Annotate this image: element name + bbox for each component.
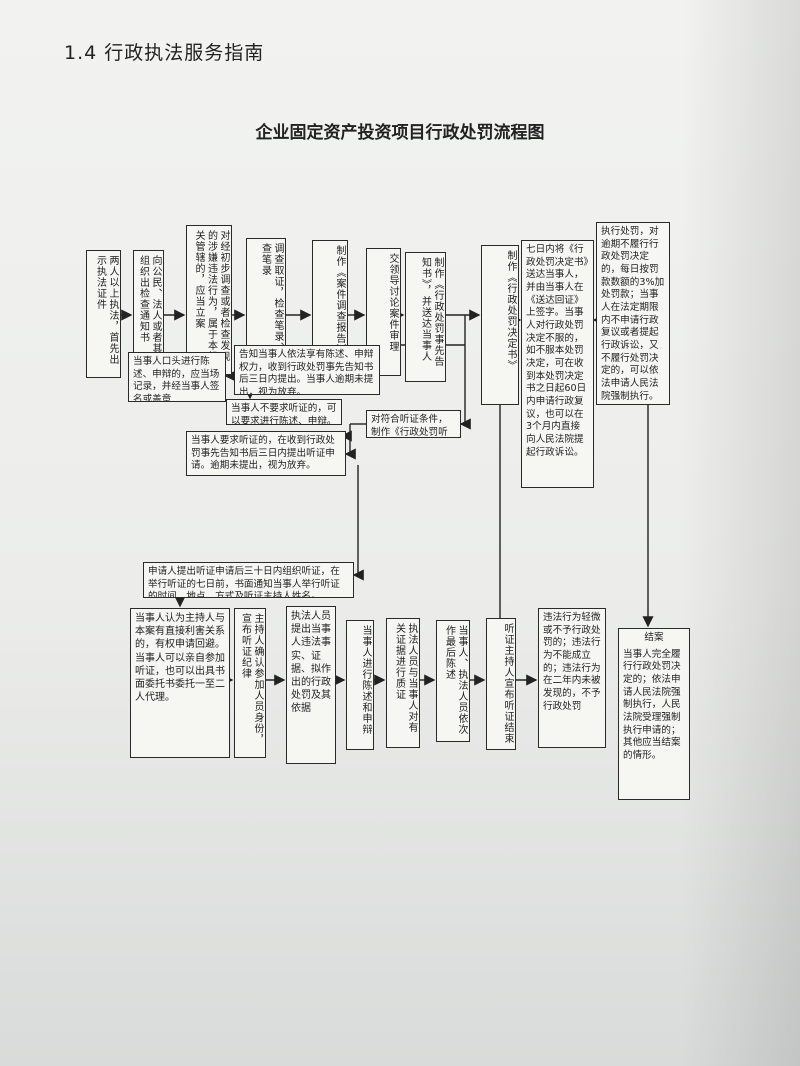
node-final-statement: 当事人、执法人员依次作最后陈述 (436, 620, 470, 742)
node-case-closed: 结案 当事人完全履行行政处罚决定的；依法申请人民法院强制执行，人民法院受理强制执… (618, 628, 690, 800)
node-hearing-notice: 对符合听证条件，制作《行政处罚听证告知书》，并送达当事人。 (366, 410, 461, 438)
section-heading: 1.4 行政执法服务指南 (64, 42, 265, 64)
node-hearing-end: 听证主持人宣布听证结束 (486, 618, 516, 750)
node-prior-notice: 制作《行政处罚事先告知书》，并送达当事人 (405, 252, 446, 382)
node-oral-statement-record: 当事人口头进行陈述、申辩的，应当场记录，并经当事人签名或盖章 (128, 352, 226, 402)
node-party-defense: 当事人进行陈述和申辩 (346, 620, 374, 750)
case-closed-text: 当事人完全履行行政处罚决定的；依法申请人民法院强制执行，人民法院受理强制执行申请… (623, 648, 681, 761)
node-recusal-rights: 当事人认为主持人与本案有直接利害关系的，有权申请回避。当事人可以亲自参加听证，也… (130, 608, 230, 758)
node-request-hearing: 当事人要求听证的，在收到行政处罚事先告知书后三日内提出听证申请。逾期未提出，视为… (186, 431, 346, 476)
node-host-confirms: 主持人确认参加人员身份，宣布听证纪律 (234, 608, 266, 758)
node-execute-penalty: 执行处罚，对逾期不履行行政处罚决定的，每日按罚款数额的3%加处罚款；当事人在法定… (596, 222, 670, 405)
node-serve-decision: 七日内将《行政处罚决定书》送达当事人，并由当事人在《送达回证》上签字。当事人对行… (521, 240, 594, 488)
node-show-credentials: 两人以上执法，首先出示执法证件 (86, 250, 121, 378)
case-closed-title: 结案 (644, 632, 664, 643)
node-cross-examination: 执法人员与当事人对有关证据进行质证 (386, 618, 420, 748)
flowchart-title: 企业固定资产投资项目行政处罚流程图 (255, 123, 545, 143)
node-present-evidence: 执法人员提出当事人违法事实、证据、拟作出的行政处罚及其依据 (286, 606, 336, 764)
node-no-penalty: 违法行为轻微或不予行政处罚的；违法行为不能成立的；违法行为在二年内未被发现的，不… (538, 608, 606, 748)
node-inform-rights: 告知当事人依法享有陈述、申辩权力，收到行政处罚事先告知书后三日内提出。当事人逾期… (234, 345, 380, 395)
node-penalty-decision: 制作《行政处罚决定书》 (481, 245, 519, 405)
node-file-case: 对经初步调查或者检查发现的涉嫌违法行为，属于本机关管辖的，应当立案 (186, 225, 232, 375)
node-organize-hearing: 申请人提出听证申请后三十日内组织听证，在举行听证的七日前，书面通知当事人举行听证… (143, 562, 354, 598)
node-no-hearing: 当事人不要求听证的，可以要求进行陈述、申辩。 (226, 399, 342, 425)
